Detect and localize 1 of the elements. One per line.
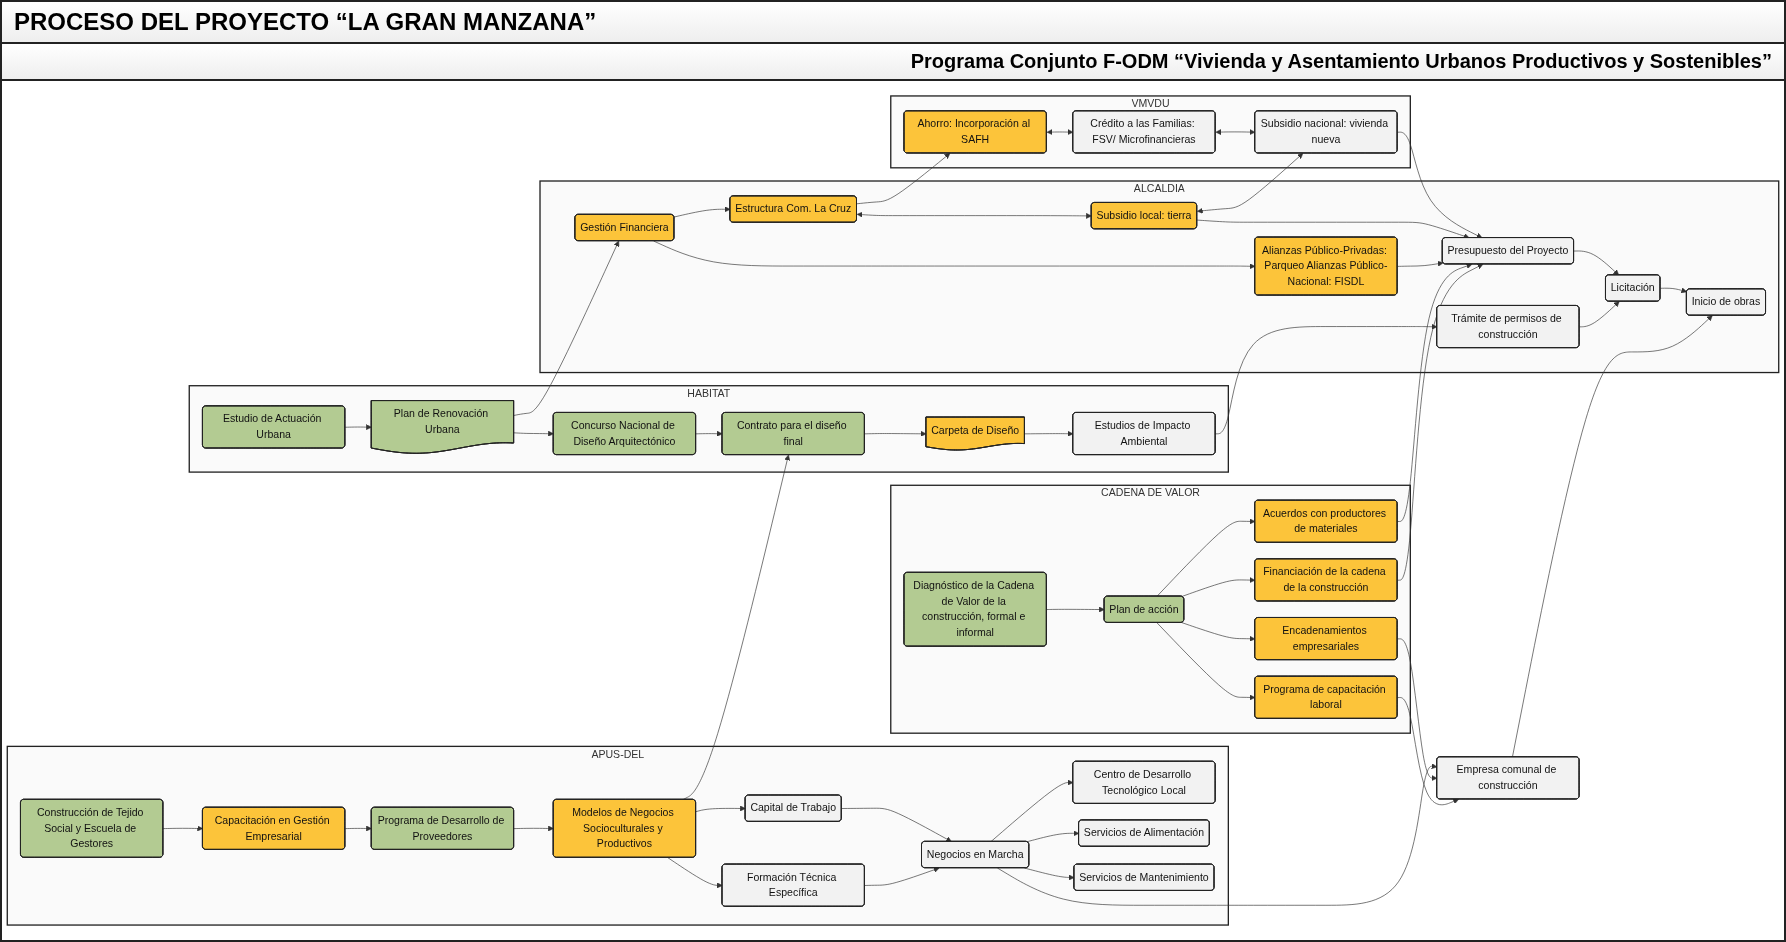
subtitle-text: Programa Conjunto F-ODM “Vivienda y Asentamiento Urbanos Productivos y Sostenibles” — [910, 50, 1772, 72]
